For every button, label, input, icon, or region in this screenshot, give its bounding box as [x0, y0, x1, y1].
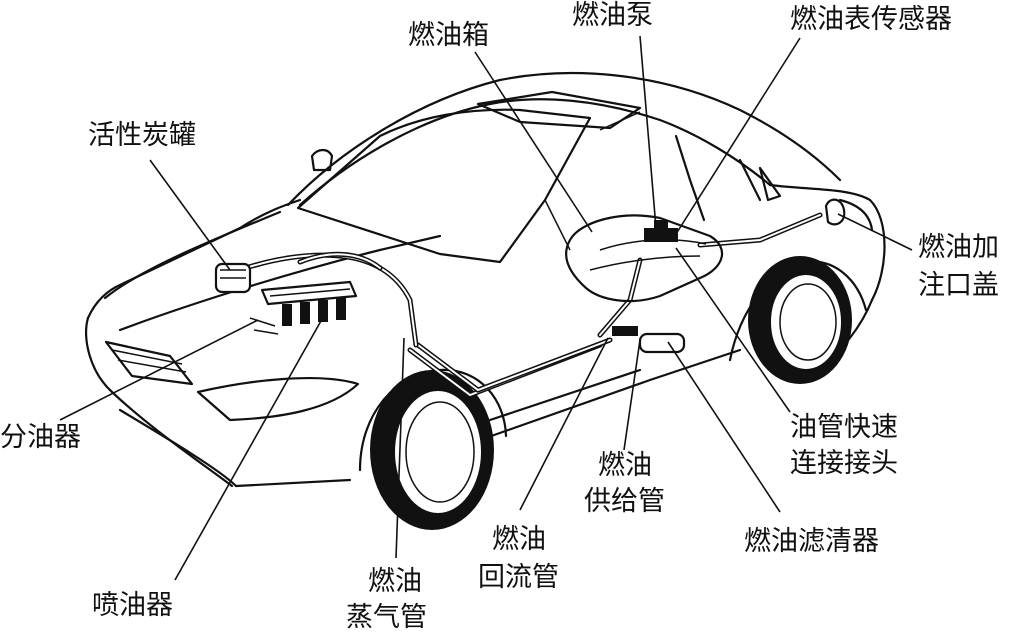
leader-lines: [59, 35, 913, 581]
label-quick-connector-line2: 连接接头: [790, 448, 898, 479]
label-vapor-line-line2: 蒸气管: [346, 602, 427, 633]
fuel-pump-unit: [644, 220, 678, 242]
label-filler-cap-line2: 注口盖: [918, 270, 999, 301]
label-fuel-filter: 燃油滤清器: [744, 526, 879, 557]
rear-wheel: [748, 256, 852, 384]
label-fuel-tank: 燃油箱: [408, 20, 489, 51]
fuel-filter-unit: [612, 326, 686, 354]
label-vapor-line-line1: 燃油: [368, 566, 422, 597]
fuel-rail-assembly: [260, 280, 358, 306]
fuel-lines: [222, 212, 823, 398]
label-supply-line-line1: 燃油: [598, 450, 652, 481]
label-fuel-pump: 燃油泵: [572, 0, 653, 31]
label-supply-line-line2: 供给管: [584, 486, 665, 517]
label-filler-cap-line1: 燃油加: [918, 232, 999, 263]
label-return-line-line2: 回流管: [478, 562, 559, 593]
label-charcoal-canister: 活性炭罐: [88, 120, 196, 151]
label-injector: 喷油器: [92, 590, 173, 621]
label-quick-connector-line1: 油管快速: [790, 412, 898, 443]
label-fuel-gauge-sensor: 燃油表传感器: [790, 4, 952, 35]
label-fuel-rail: 分油器: [0, 422, 81, 453]
charcoal-canister: [214, 262, 252, 294]
injectors: [249, 298, 346, 335]
label-return-line-line1: 燃油: [492, 524, 546, 555]
